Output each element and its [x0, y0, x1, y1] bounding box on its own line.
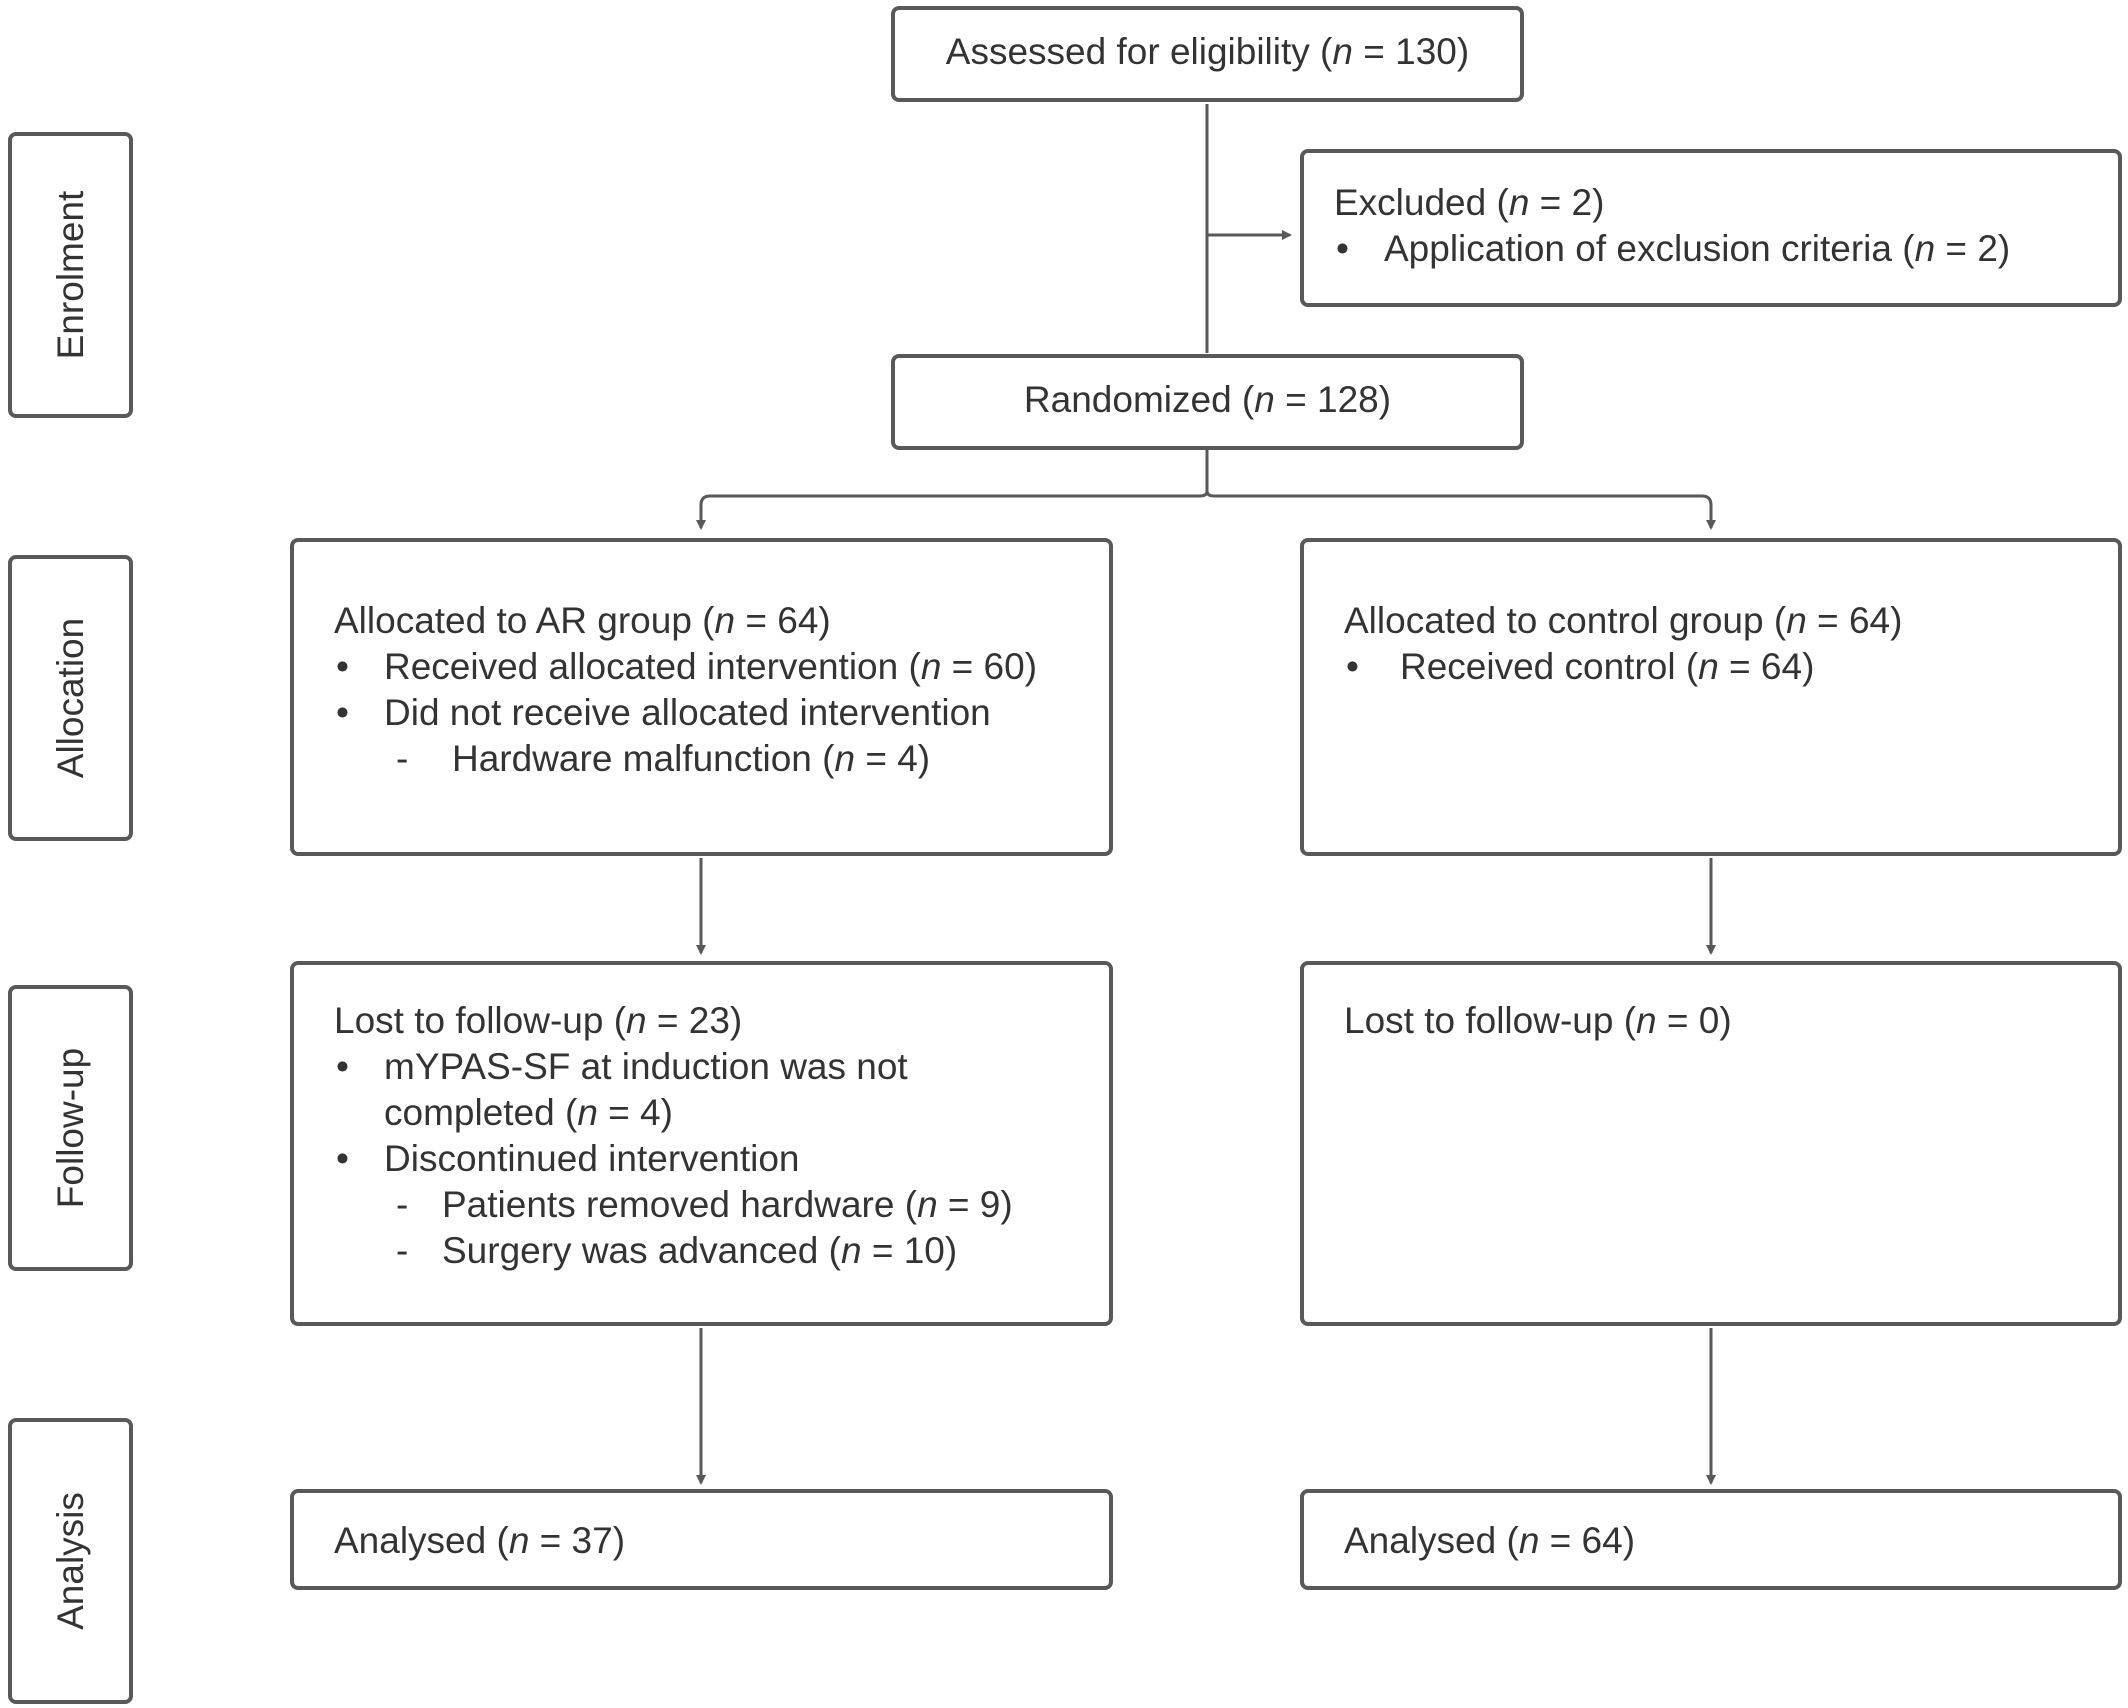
control-followup-box: Lost to follow-up (n = 0) — [1300, 961, 2122, 1326]
ar-not-received: •Did not receive allocated intervention — [336, 692, 991, 733]
control-analysis-text: Analysed (n = 64) — [1344, 1520, 1636, 1561]
assessed-text: Assessed for eligibility (n = 130) — [945, 31, 1470, 72]
control-analysis-box: Analysed (n = 64) — [1300, 1489, 2122, 1590]
stage-enrolment: Enrolment — [8, 132, 133, 418]
control-followup-text: Lost to follow-up (n = 0) — [1344, 998, 1732, 1044]
ar-allocation-title: Allocated to AR group (n = 64) — [334, 600, 831, 641]
control-received: •Received control (n = 64) — [1346, 646, 1815, 687]
excluded-box: Excluded (n = 2) •Application of exclusi… — [1300, 149, 2122, 307]
control-allocation-text: Allocated to control group (n = 64) •Rec… — [1344, 598, 1902, 690]
ar-followup-box: Lost to follow-up (n = 23) •mYPAS-SF at … — [290, 961, 1113, 1326]
ar-analysis-box: Analysed (n = 37) — [290, 1489, 1113, 1590]
excluded-reason: •Application of exclusion criteria (n = … — [1336, 228, 2011, 269]
ar-mypas-line1: •mYPAS-SF at induction was not — [336, 1046, 908, 1087]
stage-allocation: Allocation — [8, 555, 133, 841]
ar-hardware-malfunction: -Hardware malfunction (n = 4) — [396, 738, 931, 779]
randomized-box: Randomized (n = 128) — [891, 354, 1524, 450]
stage-enrolment-label: Enrolment — [49, 190, 91, 360]
ar-followup-text: Lost to follow-up (n = 23) •mYPAS-SF at … — [334, 998, 1013, 1274]
ar-mypas-line2: completed (n = 4) — [384, 1092, 673, 1133]
excluded-title: Excluded (n = 2) — [1334, 182, 1605, 223]
stage-analysis-label: Analysis — [49, 1492, 91, 1630]
ar-received: •Received allocated intervention (n = 60… — [336, 646, 1038, 687]
control-followup-title: Lost to follow-up (n = 0) — [1344, 1000, 1732, 1041]
ar-analysis-text: Analysed (n = 37) — [334, 1520, 626, 1561]
ar-followup-title: Lost to follow-up (n = 23) — [334, 1000, 743, 1041]
stage-analysis: Analysis — [8, 1418, 133, 1704]
excluded-text: Excluded (n = 2) •Application of exclusi… — [1334, 180, 2010, 272]
control-allocation-box: Allocated to control group (n = 64) •Rec… — [1300, 538, 2122, 856]
control-allocation-title: Allocated to control group (n = 64) — [1344, 600, 1903, 641]
ar-discontinued: •Discontinued intervention — [336, 1138, 800, 1179]
stage-allocation-label: Allocation — [49, 617, 91, 779]
stage-followup-label: Follow-up — [49, 1047, 91, 1209]
ar-allocation-text: Allocated to AR group (n = 64) •Received… — [334, 598, 1037, 782]
stage-followup: Follow-up — [8, 985, 133, 1271]
connector-to-control-allocation — [1205, 490, 1716, 530]
ar-allocation-box: Allocated to AR group (n = 64) •Received… — [290, 538, 1113, 856]
randomized-text: Randomized (n = 128) — [1023, 379, 1392, 420]
assessed-box: Assessed for eligibility (n = 130) — [891, 6, 1524, 102]
ar-surgery-advanced: -Surgery was advanced (n = 10) — [396, 1230, 958, 1271]
ar-removed-hardware: -Patients removed hardware (n = 9) — [396, 1184, 1013, 1225]
connector-to-ar-allocation — [696, 490, 1209, 530]
